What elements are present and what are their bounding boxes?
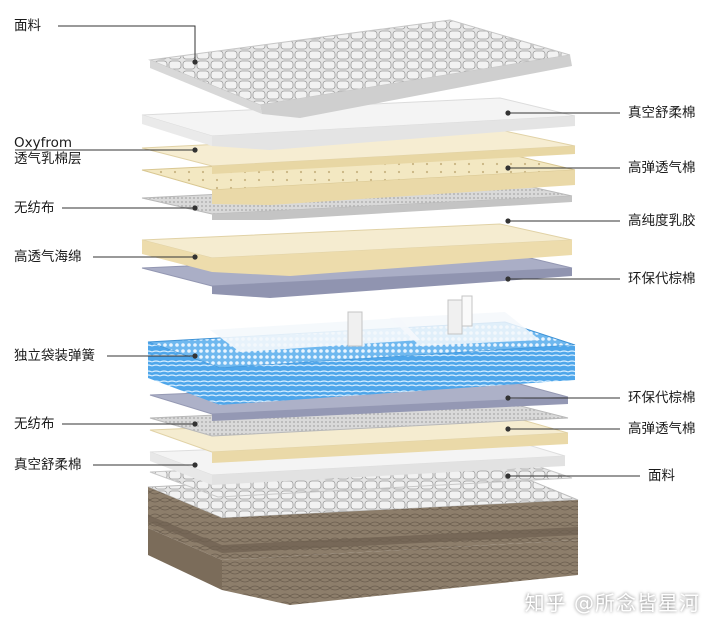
leader-dots-right bbox=[505, 110, 511, 479]
label-gaotouqi-haimian: 高透气海绵 bbox=[14, 249, 82, 265]
label-huanbao-bottom: 环保代棕棉 bbox=[628, 390, 696, 406]
top-fabric-layer bbox=[148, 19, 572, 118]
label-huanbao-top: 环保代棕棉 bbox=[628, 271, 696, 287]
leader-lines-left bbox=[15, 25, 196, 466]
label-mianliao-bottom: 面料 bbox=[648, 468, 675, 484]
label-gaotan-top: 高弹透气棉 bbox=[628, 160, 696, 176]
label-oxyfrom-line1: Oxyfrom bbox=[14, 135, 73, 151]
label-zhenkong-bottom: 真空舒柔棉 bbox=[14, 457, 82, 473]
label-wufangbu-bottom: 无纺布 bbox=[14, 416, 55, 432]
high-breathable-sponge-layer bbox=[141, 223, 573, 276]
label-gaotan-bottom: 高弹透气棉 bbox=[628, 421, 696, 437]
label-gaochun-rujiao: 高纯度乳胶 bbox=[628, 213, 696, 229]
label-oxyfrom-line2: 透气乳棉层 bbox=[14, 151, 82, 167]
label-duli-daizhuang: 独立袋装弹簧 bbox=[14, 348, 95, 364]
watermark: 知乎 @所念皆星河 bbox=[524, 591, 700, 615]
leader-line-mianliao-top bbox=[58, 25, 196, 62]
label-wufangbu-top: 无纺布 bbox=[14, 200, 55, 216]
leader-dots-left bbox=[192, 59, 198, 468]
pocket-spring-layer bbox=[147, 295, 576, 405]
top-vacuum-foam-layer bbox=[141, 97, 576, 150]
leader-lines-right bbox=[508, 112, 640, 477]
label-mianliao-top: 面料 bbox=[14, 18, 41, 34]
label-oxyfrom: Oxyfrom 透气乳棉层 bbox=[14, 135, 82, 167]
label-zhenkong-top: 真空舒柔棉 bbox=[628, 105, 696, 121]
